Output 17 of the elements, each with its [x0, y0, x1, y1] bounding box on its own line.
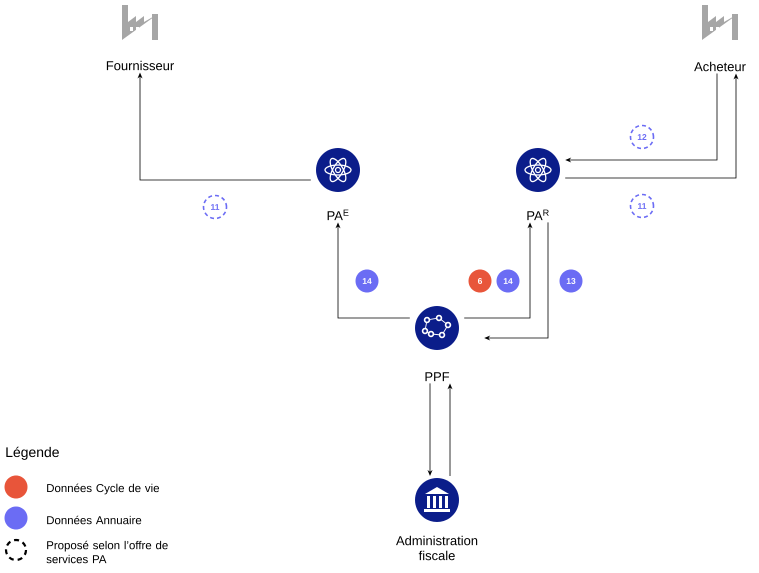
node-label: Acheteur [694, 62, 746, 72]
legend-text: Proposé selon l’offre de services PA [46, 540, 168, 564]
legend-title: Légende [6, 446, 59, 460]
number-badge: 13 [560, 270, 582, 292]
number-badge: 14 [496, 270, 520, 292]
node-label: Administration fiscale [396, 536, 478, 560]
dashed-badge: 11 [202, 194, 228, 220]
number-badge: 14 [356, 270, 378, 292]
node-label: PA$^{R}$ [527, 210, 549, 220]
node-label: PA$^{E}$ [328, 210, 349, 220]
dashed-badge: 11 [630, 194, 654, 218]
legend-text: Données Cycle de vie [47, 484, 160, 494]
dashed-badge: 12 [630, 124, 654, 150]
number-badge: 6 [468, 270, 492, 292]
node-label: Fournisseur [106, 60, 174, 70]
legend-text: Données Annuaire [47, 516, 142, 524]
node-label: PPF [425, 372, 450, 382]
